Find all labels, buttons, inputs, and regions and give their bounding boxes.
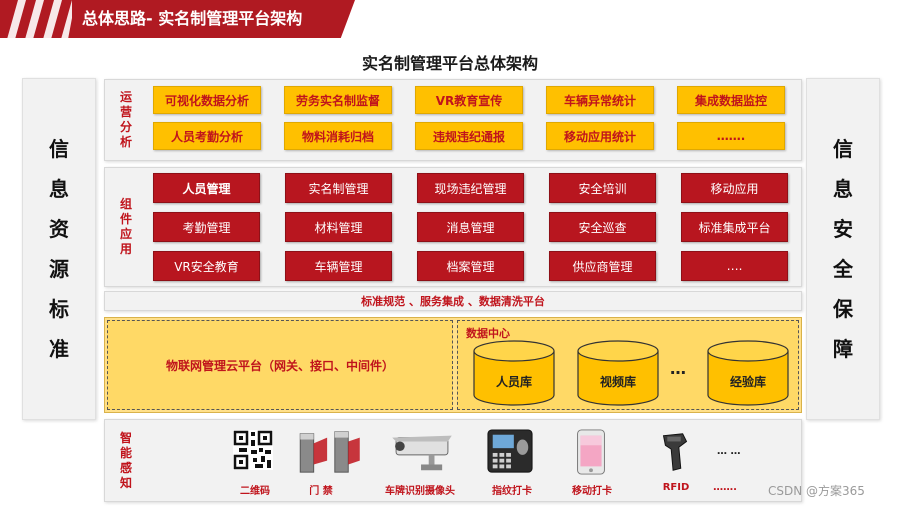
component-item: 消息管理 (417, 212, 524, 242)
ops-item: 可视化数据分析 (153, 86, 261, 114)
device-label: RFID (662, 482, 690, 493)
pillar-char: 全 (833, 257, 853, 281)
turnstile-icon (299, 431, 360, 473)
camera-icon (392, 435, 452, 471)
database-icon (577, 340, 659, 406)
header-stripes (4, 0, 72, 50)
pillar-char: 息 (49, 177, 69, 201)
ops-item: 集成数据监控 (677, 86, 785, 114)
component-item: 材料管理 (285, 212, 392, 242)
device-label: 车牌识别摄像头 (385, 486, 455, 497)
database-experience: 经验库 (706, 339, 790, 407)
device-ellipsis: … … (717, 446, 741, 457)
pillar-info-resource-standard: 信 息 资 源 标 准 (22, 78, 96, 420)
pillar-char: 信 (49, 137, 69, 161)
pillar-char: 准 (49, 337, 69, 361)
database-label: 人员库 (495, 375, 532, 389)
component-applications-section: 组 件 应 用 人员管理 实名制管理 现场违纪管理 安全培训 移动应用 考勤管理… (104, 167, 802, 287)
component-item: 安全培训 (549, 173, 656, 203)
device-label: 指纹打卡 (492, 486, 532, 497)
component-item: VR安全教育 (153, 251, 260, 281)
smart-sensing-section: 智 能 感 知 二维码 门 禁 (104, 419, 802, 502)
standards-text: 标准规范 、服务集成 、数据清洗平台 (361, 295, 545, 308)
component-item: 档案管理 (417, 251, 524, 281)
database-people: 人员库 (472, 339, 556, 407)
iot-platform-box: 物联网管理云平台（网关、接口、中间件） (107, 320, 453, 410)
fingerprint-terminal-icon (487, 429, 533, 473)
rfid-scanner-icon (662, 433, 688, 471)
platform-data-layer: 物联网管理云平台（网关、接口、中间件） 数据中心 人员库 视频库 … 经验库 (104, 317, 802, 413)
component-item: 实名制管理 (285, 173, 392, 203)
data-center-title: 数据中心 (466, 327, 510, 340)
pillar-info-security: 信 息 安 全 保 障 (806, 78, 880, 420)
pillar-char: 保 (833, 297, 853, 321)
pillar-char: 资 (49, 217, 69, 241)
operations-analysis-section: 运 营 分 析 可视化数据分析 劳务实名制监督 VR教育宣传 车辆异常统计 集成… (104, 79, 802, 161)
data-center-box: 数据中心 人员库 视频库 … 经验库 (457, 320, 799, 410)
ops-item: 物料消耗归档 (284, 122, 392, 150)
device-label: 移动打卡 (572, 486, 612, 497)
component-item: 安全巡查 (549, 212, 656, 242)
device-label: 门 禁 (309, 486, 333, 497)
watermark: CSDN @方案365 (768, 484, 865, 498)
component-item: 现场违纪管理 (417, 173, 524, 203)
ops-item: 车辆异常统计 (546, 86, 654, 114)
ops-item: VR教育宣传 (415, 86, 523, 114)
pillar-char: 息 (833, 177, 853, 201)
qr-code-icon (233, 430, 273, 470)
pillar-char: 障 (833, 337, 853, 361)
component-item: 车辆管理 (285, 251, 392, 281)
components-grid: 人员管理 实名制管理 现场违纪管理 安全培训 移动应用 考勤管理 材料管理 消息… (153, 173, 788, 281)
ops-item: 移动应用统计 (546, 122, 654, 150)
component-item: 标准集成平台 (681, 212, 788, 242)
database-video: 视频库 (576, 339, 660, 407)
diagram-title: 实名制管理平台总体架构 (361, 54, 538, 73)
smartphone-icon (577, 429, 605, 475)
ops-item: 违规违纪通报 (415, 122, 523, 150)
operations-grid: 可视化数据分析 劳务实名制监督 VR教育宣传 车辆异常统计 集成数据监控 人员考… (153, 86, 785, 150)
header-title: 总体思路- 实名制管理平台架构 (82, 9, 303, 28)
ops-item: 劳务实名制监督 (284, 86, 392, 114)
section-label: 智 能 感 知 (119, 430, 132, 490)
component-item: 人员管理 (153, 173, 260, 203)
database-label: 经验库 (729, 375, 766, 389)
data-center-ellipsis: … (670, 359, 686, 378)
pillar-char: 信 (833, 137, 853, 161)
component-item: 考勤管理 (153, 212, 260, 242)
database-label: 视频库 (599, 375, 636, 389)
component-item: …. (681, 251, 788, 281)
section-label: 运 营 分 析 (119, 90, 132, 149)
iot-platform-text: 物联网管理云平台（网关、接口、中间件） (165, 358, 394, 373)
ops-item: ……. (677, 122, 785, 150)
standards-bar: 标准规范 、服务集成 、数据清洗平台 (104, 291, 802, 311)
device-label: 二维码 (240, 486, 270, 497)
pillar-char: 安 (833, 217, 853, 241)
database-icon (473, 340, 555, 406)
pillar-char: 源 (49, 257, 69, 281)
section-label: 组 件 应 用 (119, 197, 132, 256)
pillar-char: 标 (49, 297, 69, 321)
ops-item: 人员考勤分析 (153, 122, 261, 150)
device-label: ……. (713, 482, 737, 493)
component-item: 供应商管理 (549, 251, 656, 281)
component-item: 移动应用 (681, 173, 788, 203)
database-icon (707, 340, 789, 406)
